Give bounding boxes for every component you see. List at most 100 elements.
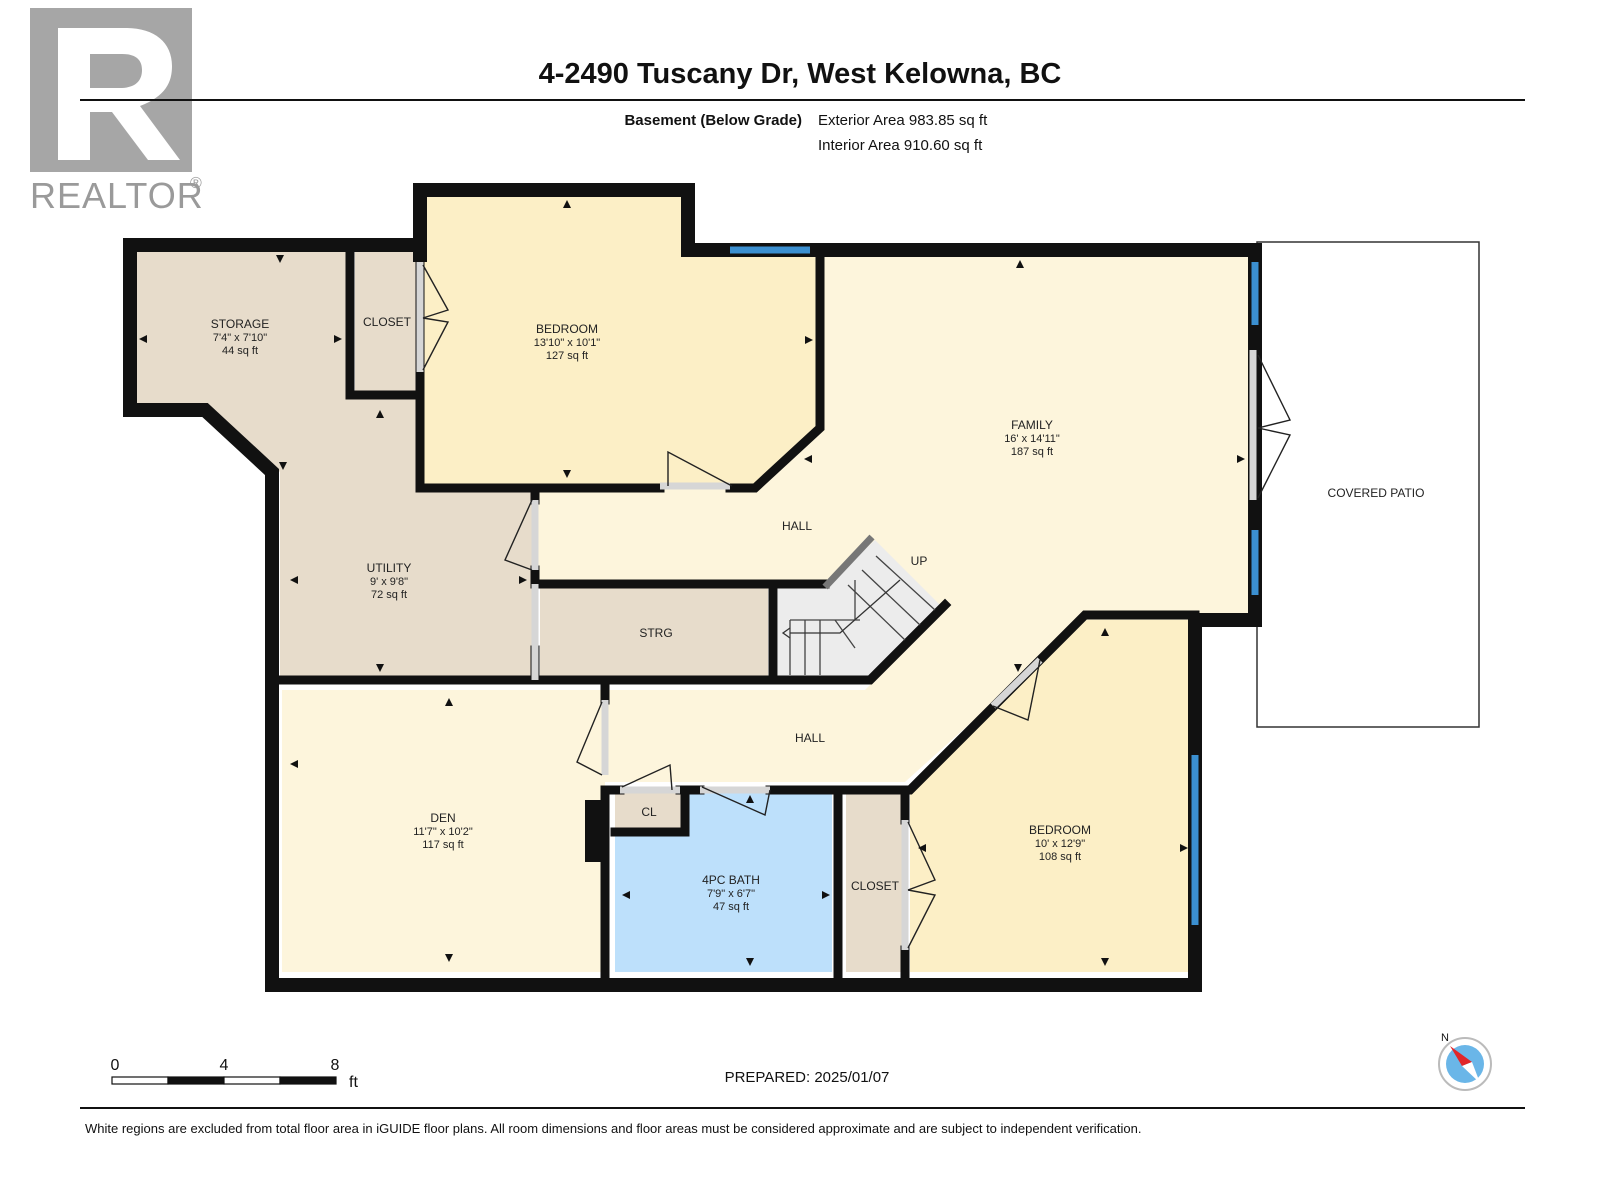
dim-arrow (445, 954, 453, 962)
bedroom-top-area: 127 sq ft (546, 350, 588, 362)
dim-arrow (822, 891, 830, 899)
wall-den-pier (585, 800, 605, 862)
dim-arrow (804, 455, 812, 463)
dim-arrow (290, 760, 298, 768)
scale-tick-4: 4 (220, 1057, 229, 1074)
bedroom-top-name: BEDROOM (536, 322, 598, 336)
stair-direction-line (790, 579, 901, 634)
stairs (781, 534, 936, 675)
closet-bottom-name: CLOSET (851, 879, 900, 893)
storage-area: 44 sq ft (222, 345, 258, 357)
door-bedroom-bottom (992, 659, 1041, 721)
scale-unit: ft (349, 1074, 358, 1091)
den-dims: 11'7" x 10'2" (413, 826, 473, 838)
wall-cl (610, 785, 690, 837)
storage-dims: 7'4" x 7'10" (213, 332, 267, 344)
bath-name: 4PC BATH (702, 873, 760, 887)
room-labels: STORAGE 7'4" x 7'10" 44 sq ft CLOSET BED… (211, 315, 1425, 913)
dim-arrow (563, 470, 571, 478)
stairs-up-label: UP (911, 554, 928, 568)
dim-arrow (746, 958, 754, 966)
covered-patio-name: COVERED PATIO (1328, 486, 1425, 500)
dim-arrow (519, 576, 527, 584)
cl-fill (615, 790, 685, 828)
door-patio-a (1257, 354, 1292, 429)
bedroom-bottom-dims: 10' x 12'9" (1035, 838, 1085, 850)
utility-area: 72 sq ft (371, 589, 407, 601)
bath-dims: 7'9" x 6'7" (707, 888, 755, 900)
dim-arrow (139, 335, 147, 343)
utility-name: UTILITY (367, 561, 412, 575)
closet-top-name: CLOSET (363, 315, 412, 329)
bedroom-top-dims: 13'10" x 10'1" (534, 337, 601, 349)
dim-arrow (622, 891, 630, 899)
closet-bottom-fill (846, 790, 902, 972)
room-fills (130, 190, 1255, 972)
scale-tick-8: 8 (331, 1057, 340, 1074)
dim-arrow (290, 576, 298, 584)
door-bath (701, 786, 771, 816)
scale-segment-2 (167, 1076, 225, 1085)
dim-arrow (918, 844, 926, 852)
stair-treads (789, 555, 936, 675)
dim-arrow (563, 200, 571, 208)
door-bedroom-top (667, 450, 733, 487)
dim-arrow (376, 664, 384, 672)
dim-arrow (376, 410, 384, 418)
cl-name: CL (641, 805, 657, 819)
door-closet-top-b (422, 317, 450, 371)
dim-arrow (445, 698, 453, 706)
dim-arrow (1237, 455, 1245, 463)
dim-arrow (746, 795, 754, 803)
door-swings (422, 264, 1292, 949)
dim-arrow (279, 462, 287, 470)
level-name: Basement (Below Grade) (624, 112, 802, 129)
prepared-date: PREPARED: 2025/01/07 (725, 1069, 890, 1086)
bedroom-bottom-name: BEDROOM (1029, 823, 1091, 837)
compass-north-label: N (1441, 1032, 1449, 1044)
den-name: DEN (430, 811, 455, 825)
door-cl (621, 763, 673, 791)
opening-bedroom-bottom (990, 657, 1043, 709)
dim-arrow (1016, 260, 1024, 268)
property-address-title: 4-2490 Tuscany Dr, West Kelowna, BC (539, 58, 1062, 90)
scale-bar: 0 4 8 ft (111, 1057, 359, 1091)
family-area: 187 sq ft (1011, 446, 1053, 458)
footer-disclaimer: White regions are excluded from total fl… (85, 1121, 1141, 1136)
family-name: FAMILY (1011, 418, 1053, 432)
stair-direction-arrowhead (781, 627, 791, 639)
covered-patio-outline (1256, 241, 1480, 728)
north-compass-icon: N (1438, 1032, 1492, 1091)
bedroom-bottom-fill (910, 620, 1195, 972)
strg-fill (540, 587, 768, 677)
bedroom-bottom-area: 108 sq ft (1039, 851, 1081, 863)
wall-closet-top (345, 240, 425, 400)
strg-name: STRG (639, 626, 672, 640)
registered-mark: ® (190, 175, 202, 192)
closet-top-fill (355, 252, 420, 392)
bedroom-top-fill (420, 190, 820, 484)
wall-bedroom-top-east (725, 245, 825, 493)
door-closet-top-a (422, 264, 450, 319)
hall-upper-name: HALL (782, 519, 812, 533)
scale-segment-3 (223, 1076, 281, 1085)
family-dims: 16' x 14'11" (1004, 433, 1060, 445)
bath-area: 47 sq ft (713, 901, 749, 913)
scale-segment-4 (279, 1076, 337, 1085)
door-closet-bottom-a (907, 821, 936, 891)
compass-needle-south (1462, 1062, 1480, 1083)
dim-arrow (1014, 664, 1022, 672)
realtor-wordmark: REALTOR (30, 175, 204, 216)
dimension-arrows (139, 200, 1245, 966)
dim-arrow (805, 336, 813, 344)
interior-walls (267, 240, 1200, 990)
realtor-r-glyph (58, 28, 180, 160)
storage-name: STORAGE (211, 317, 269, 331)
compass-needle-north (1450, 1046, 1472, 1066)
hall-lower-name: HALL (795, 731, 825, 745)
dim-arrow (1101, 628, 1109, 636)
utility-dims: 9' x 9'8" (370, 576, 408, 588)
den-area: 117 sq ft (422, 839, 463, 851)
stair-rail (822, 534, 875, 590)
